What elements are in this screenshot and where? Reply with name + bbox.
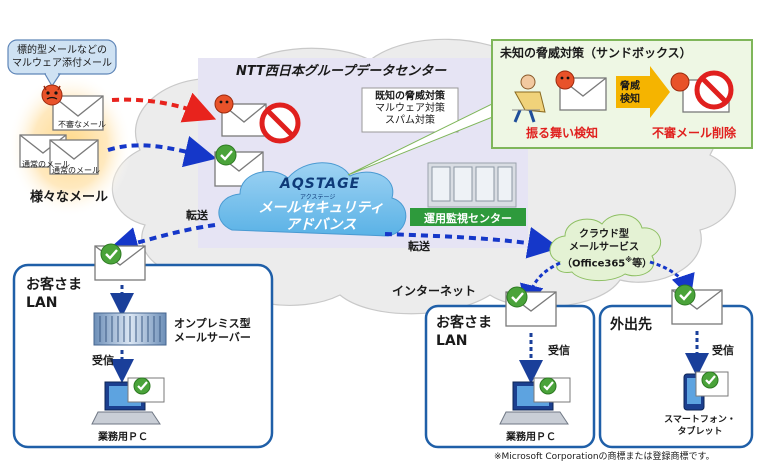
known-threats-box bbox=[361, 87, 459, 133]
receive-label-outside: 受信 bbox=[712, 344, 734, 357]
server-label-2: メールサーバー bbox=[174, 331, 251, 344]
customer-lan-left-title-1: お客さま bbox=[26, 277, 82, 293]
monitor-center-photo bbox=[427, 162, 517, 208]
cloud-service-text: クラウド型 メールサービス （Office365※等） bbox=[562, 228, 653, 270]
server-label-1: オンプレミス型 bbox=[174, 317, 251, 330]
callout-line-2: マルウェア添付メール bbox=[12, 58, 112, 69]
device-label-2: タブレット bbox=[677, 427, 723, 437]
customer-lan-right-title-2: LAN bbox=[436, 333, 468, 349]
cloud-service-line-2: メールサービス bbox=[569, 242, 639, 253]
device-label-1: スマートフォン・ bbox=[664, 415, 736, 425]
customer-lan-right-title-1: お客さま bbox=[436, 315, 492, 331]
smartphone-icon bbox=[683, 371, 729, 411]
behavior-detect-label: 振る舞い検知 bbox=[526, 126, 599, 140]
datacenter-title: NTT西日本グループデータセンター bbox=[236, 64, 447, 79]
forward-label-right: 転送 bbox=[408, 240, 430, 253]
normal-mail-label-2: 通常のメール bbox=[52, 166, 100, 175]
threat-detect-line-2: 検知 bbox=[620, 94, 640, 105]
receive-label-left: 受信 bbox=[92, 354, 114, 367]
mail-server-icon bbox=[93, 312, 167, 346]
footnote: ※Microsoft Corporationの商標または登録商標です。 bbox=[494, 452, 715, 462]
forward-label-left: 転送 bbox=[186, 209, 208, 222]
threat-detect-label: 脅威 検知 bbox=[620, 80, 640, 106]
receive-label-right: 受信 bbox=[548, 344, 570, 357]
customer-lan-left-title-2: LAN bbox=[26, 295, 58, 311]
monitor-center-label: 運用監視センター bbox=[424, 212, 512, 225]
virus-icon bbox=[41, 84, 63, 106]
flow-to-cloud bbox=[384, 226, 560, 259]
various-mail-caption: 様々なメール bbox=[30, 190, 109, 205]
service-name-line-2: アドバンス bbox=[285, 217, 357, 233]
flow-normal-inbound bbox=[107, 135, 217, 168]
mail-delivered-right bbox=[505, 286, 557, 327]
mail-delivered-left bbox=[94, 243, 146, 281]
normal-mail-label-1: 通常のメール bbox=[22, 160, 70, 169]
flow-suspicious bbox=[111, 92, 217, 123]
pc-label-right: 業務用ＰＣ bbox=[506, 432, 556, 443]
service-name-line-1: メールセキュリティ bbox=[258, 200, 384, 216]
mail-normal-2 bbox=[49, 139, 99, 175]
device-label: スマートフォン・ タブレット bbox=[652, 414, 748, 438]
customer-lan-right-title: お客さま LAN bbox=[436, 314, 492, 350]
service-logo: AQSTAGE bbox=[280, 176, 361, 192]
service-cloud bbox=[218, 162, 407, 237]
customer-lan-left-title: お客さま LAN bbox=[26, 276, 82, 312]
sandbox-title: 未知の脅威対策（サンドボックス） bbox=[500, 46, 692, 60]
sandbox-blocked bbox=[670, 70, 734, 113]
known-threats-title: 既知の脅威対策 bbox=[375, 91, 445, 102]
mail-suspicious bbox=[52, 95, 104, 131]
person-icon bbox=[512, 74, 546, 123]
cloud-service bbox=[549, 214, 662, 281]
internet-label: インターネット bbox=[392, 284, 477, 298]
monitor-label-bg bbox=[410, 208, 526, 226]
cloud-service-line-1: クラウド型 bbox=[579, 229, 629, 240]
threat-detect-line-1: 脅威 bbox=[620, 81, 640, 92]
known-threats-line-2: スパム対策 bbox=[385, 115, 435, 126]
threat-detect-arrow bbox=[616, 66, 670, 118]
service-logo-sub: アクステージ bbox=[300, 194, 336, 201]
flow-to-left-lan bbox=[106, 223, 216, 259]
pc-icon-left bbox=[91, 377, 165, 425]
service-name: メールセキュリティ アドバンス bbox=[256, 200, 386, 234]
suspicious-delete-label: 不審メール削除 bbox=[652, 126, 737, 140]
prohibited-icon bbox=[259, 102, 301, 144]
cloud-service-line-3: （Office365※等） bbox=[562, 256, 653, 270]
suspicious-mail-label: 不審なメール bbox=[58, 120, 106, 129]
mail-blocked bbox=[214, 94, 267, 137]
callout-line-1: 標的型メールなどの bbox=[17, 45, 107, 56]
pc-icon-right bbox=[499, 377, 571, 425]
outside-title: 外出先 bbox=[610, 317, 652, 333]
pc-label-left: 業務用ＰＣ bbox=[98, 432, 148, 443]
sandbox-mail bbox=[555, 70, 607, 111]
server-label: オンプレミス型 メールサーバー bbox=[174, 317, 251, 345]
mail-delivered-outside bbox=[671, 284, 723, 325]
callout-text: 標的型メールなどの マルウェア添付メール bbox=[12, 44, 112, 70]
malware-callout bbox=[7, 39, 117, 88]
known-threats-text: 既知の脅威対策 マルウェア対策 スパム対策 bbox=[364, 91, 456, 127]
known-threats-line-1: マルウェア対策 bbox=[375, 103, 445, 114]
